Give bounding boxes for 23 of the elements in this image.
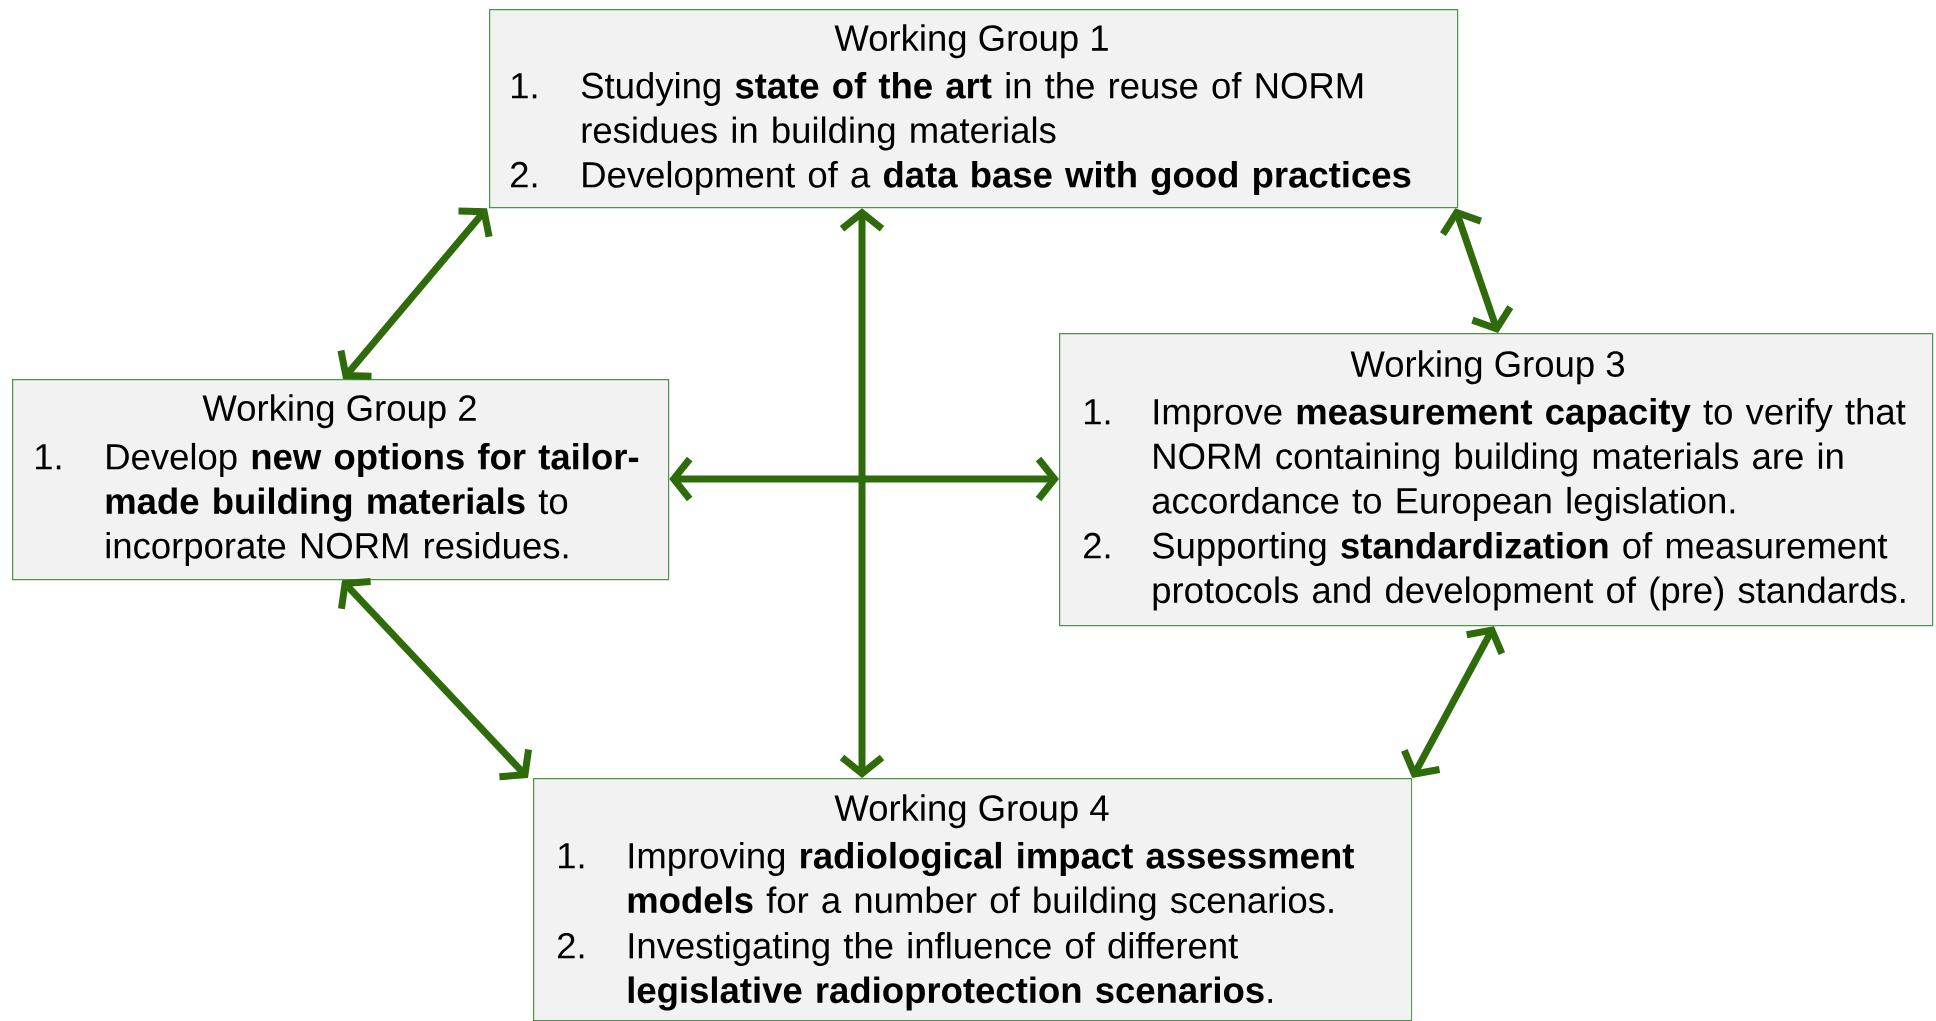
double-arrow: [669, 456, 1059, 502]
list-item: Investigating the influence of different legislative radioprotection scenarios.: [628, 931, 1272, 1011]
list-number: 1.: [36, 444, 61, 470]
group-heading: Working Group 3: [1350, 350, 1624, 385]
list-number: 2.: [558, 932, 584, 959]
double-arrow: [1401, 626, 1506, 778]
group-heading: Working Group 2: [202, 394, 476, 429]
list-item: Improve measurement capacity to verify that NORM containing building materials are in accordance to European legislation.: [1152, 397, 1906, 521]
list-number: 1.: [1085, 399, 1110, 425]
double-arrow: [338, 577, 532, 781]
list-item: Improving radiological impact assessment models for a number of building scenarios.: [628, 841, 1354, 921]
list-item: Supporting standardization of measurement protocols and development of (pre) standards.: [1152, 531, 1905, 611]
group-heading: Working Group 1: [834, 24, 1108, 59]
list-number: 2.: [1084, 532, 1110, 559]
list-number: 1.: [559, 843, 584, 869]
list-item: Development of a data base with good practices: [583, 160, 1411, 196]
list-number: 2.: [511, 161, 537, 188]
list-number: 1.: [512, 73, 537, 99]
double-arrow: [839, 208, 885, 778]
list-item: Develop new options for tailor-made building materials to incorporate NORM residues.: [106, 442, 639, 566]
group-heading: Working Group 4: [834, 794, 1109, 829]
double-arrow: [337, 207, 493, 380]
double-arrow: [1440, 208, 1514, 333]
